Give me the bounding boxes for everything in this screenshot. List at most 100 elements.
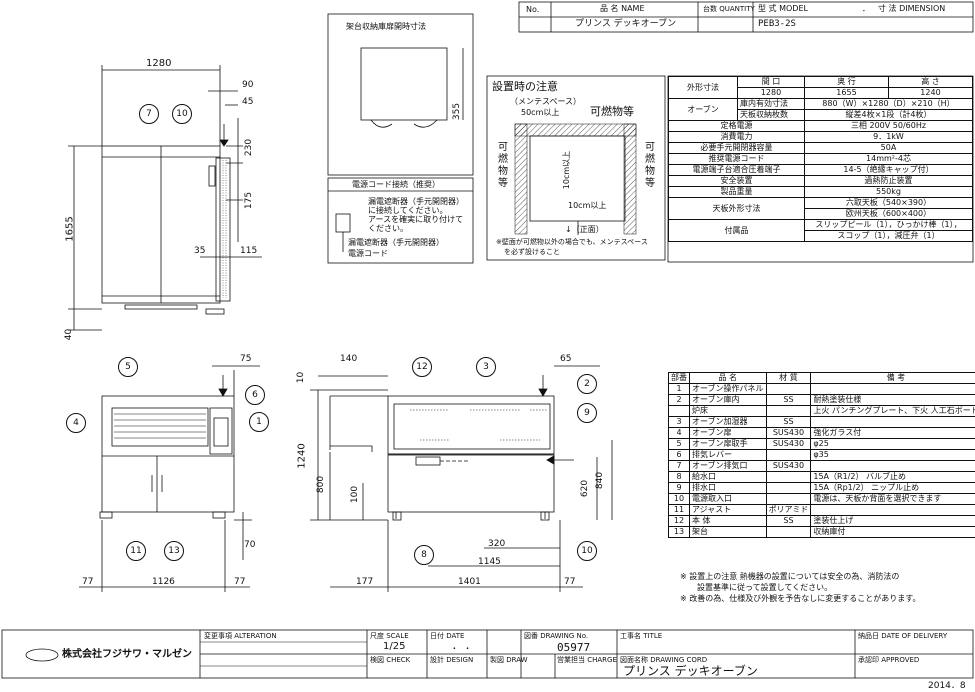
part-material: SS: [765, 515, 812, 527]
spec-val-height: 1240: [887, 87, 974, 99]
draw-label: 製図 DRAW: [490, 656, 528, 664]
dim-1126: 1126: [152, 577, 175, 587]
part-number: 13: [668, 526, 690, 538]
part-number: 8: [668, 471, 690, 483]
balloon-1: 1: [249, 412, 269, 432]
date-value: ． ．: [452, 641, 476, 652]
balloon-4: 4: [66, 413, 86, 433]
dim-1240: 1240: [296, 443, 308, 469]
balloon-13: 13: [164, 541, 184, 561]
part-number: [668, 405, 690, 417]
part-material: [765, 493, 812, 505]
part-material: [765, 526, 812, 538]
cord-line-4: ください。: [368, 224, 408, 233]
part-name: オーブン扉取手: [689, 438, 767, 450]
part-material: [765, 405, 812, 417]
product-name: プリンス デッキオーブン: [575, 19, 677, 29]
model-label: 型 式 MODEL: [758, 4, 808, 13]
spec-tray-count-val: 縦差4枚×1段（計4枚）: [804, 109, 973, 121]
part-remarks: 15A（Rp1/2） ニップル止め: [810, 482, 975, 494]
part-name: オーブン扉: [689, 427, 767, 439]
part-remarks: φ25: [810, 438, 975, 450]
install-combustible-top: 可燃物等: [590, 105, 634, 118]
part-remarks: 強化ガラス付: [810, 427, 975, 439]
check-label: 検図 CHECK: [370, 656, 411, 664]
dim-90: 90: [242, 80, 254, 90]
dim-1145: 1145: [478, 557, 501, 567]
design-label: 設計 DESIGN: [430, 656, 474, 664]
part-number: 3: [668, 416, 690, 428]
drawing-no-value: 05977: [557, 641, 591, 654]
dim-77-right: 77: [234, 577, 246, 587]
part-material: [765, 449, 812, 461]
balloon-6: 6: [245, 385, 265, 405]
part-remarks: [810, 460, 975, 472]
drawing-no-label: 図番 DRAWING No.: [524, 632, 589, 640]
balloon-10-side: 10: [577, 541, 597, 561]
dim-230: 230: [244, 138, 255, 157]
scale-value: 1/25: [383, 641, 406, 652]
name-label: 品 名 NAME: [600, 4, 645, 13]
spec-terminal-val: 14-5（絶縁キャップ付）: [804, 164, 973, 176]
door-box-title: 架台収納庫扉開時寸法: [346, 22, 426, 31]
drawing-cord-value: プリンス デッキオーブン: [623, 664, 758, 678]
part-material: SS: [765, 394, 812, 406]
dim-77-side: 77: [564, 577, 576, 587]
spec-accessories: 付属品: [668, 219, 805, 242]
dim-1401: 1401: [458, 577, 481, 587]
spec-head-depth: 奥 行: [804, 76, 889, 88]
no-label: No.: [526, 5, 540, 14]
parts-row: 炉床上火 パンチングプレート、下火 人工石ボード: [668, 405, 975, 417]
part-material: [765, 383, 812, 395]
part-number: 10: [668, 493, 690, 505]
part-name: オーブン操作パネル: [689, 383, 767, 395]
cord-legend-1: 漏電遮断器（手元開閉器）: [348, 238, 444, 247]
delivery-label: 納品日 DATE OF DELIVERY: [858, 632, 948, 640]
spec-tray-dim: 天板外形寸法: [668, 197, 805, 220]
model-value: PEB3-2S: [758, 19, 796, 29]
part-remarks: [810, 504, 975, 516]
balloon-9: 9: [577, 403, 597, 423]
dim-115: 115: [240, 246, 258, 256]
part-remarks: 収納庫付: [810, 526, 975, 538]
dim-177: 177: [356, 577, 374, 587]
balloon-5: 5: [118, 357, 138, 377]
part-number: 9: [668, 482, 690, 494]
balloon-10: 10: [172, 104, 192, 124]
spec-switch: 必要手元開閉器容量: [668, 142, 805, 154]
cord-line-3: アースを確実に取り付けて: [368, 215, 464, 224]
part-remarks: 塗装仕上げ: [810, 515, 975, 527]
spec-oven: オーブン: [668, 98, 738, 121]
note-2: 設置基準に従って設置してください。: [697, 583, 833, 592]
part-name: 排水口: [689, 482, 767, 494]
spec-val-width: 1280: [737, 87, 805, 99]
issue-year: 2014．8: [928, 681, 966, 691]
part-material: SUS430: [765, 438, 812, 450]
balloon-8: 8: [414, 545, 434, 565]
part-number: 5: [668, 438, 690, 450]
part-name: 排気レバー: [689, 449, 767, 461]
install-10cm-a: 10cm以上: [562, 150, 572, 190]
spec-oven-inner-val: 880（W）×1280（D）×210（H）: [804, 98, 973, 110]
company-name: 株式会社フジサワ・マルゼン: [62, 649, 192, 660]
spec-safety: 安全装置: [668, 175, 805, 187]
parts-head-material: 材 質: [765, 372, 812, 384]
spec-tray-dim-1: 六取天板（540×390）: [804, 197, 973, 209]
install-title: 設置時の注意: [492, 80, 558, 93]
cord-box-title: 電源コード接続（推奨）: [352, 180, 440, 189]
install-combustible-left: 可燃物等: [498, 142, 508, 189]
dim-140: 140: [340, 354, 358, 364]
spec-cord-val: 14mm²-4芯: [804, 153, 973, 165]
part-material: ポリアミド: [765, 504, 812, 516]
part-name: オーブン加湿器: [689, 416, 767, 428]
